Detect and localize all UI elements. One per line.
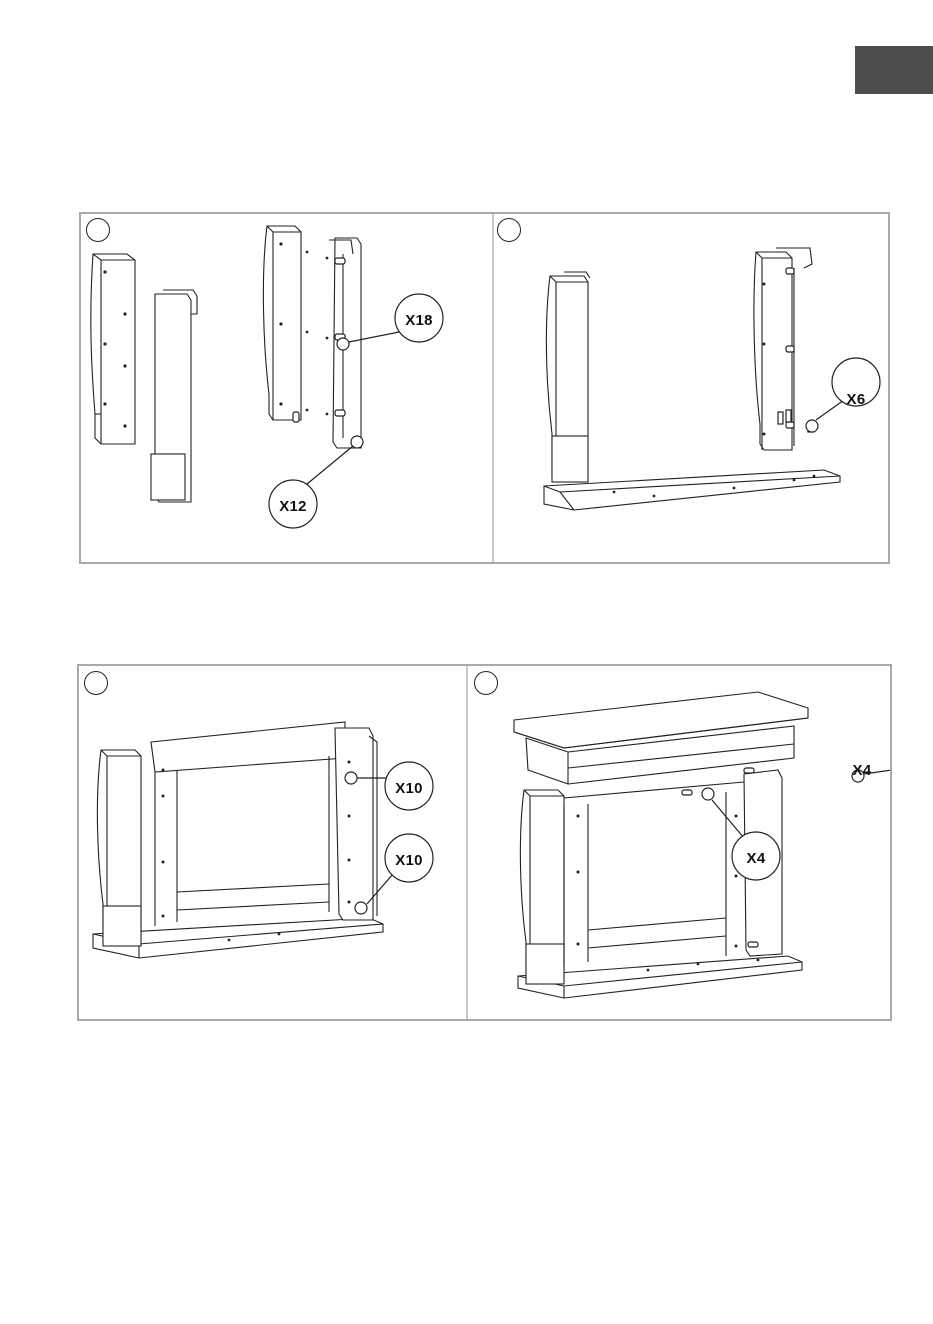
section-tab [855, 46, 933, 94]
callout-x12-label: X12 [279, 498, 307, 515]
callout-x4-label-right: X4 [853, 762, 872, 779]
step-4-illustration [468, 666, 890, 1019]
callout-x6-label: X6 [847, 391, 866, 408]
step-2-illustration [494, 214, 888, 562]
step-3-panel: X10 X10 [79, 666, 466, 1019]
callout-x4-label-center: X4 [747, 850, 766, 867]
step-4-panel: X4 X4 [468, 666, 890, 1019]
callout-x10-label-top: X10 [395, 780, 423, 797]
step-3-illustration [79, 666, 466, 1019]
callout-x18-label: X18 [405, 312, 433, 329]
assembly-row-2: X10 X10 [77, 664, 892, 1021]
assembly-row-1: X18 X12 [79, 212, 890, 564]
step-1-panel: X18 X12 [81, 214, 492, 562]
callout-x10-label-bottom: X10 [395, 852, 423, 869]
step-2-panel: X6 [494, 214, 888, 562]
